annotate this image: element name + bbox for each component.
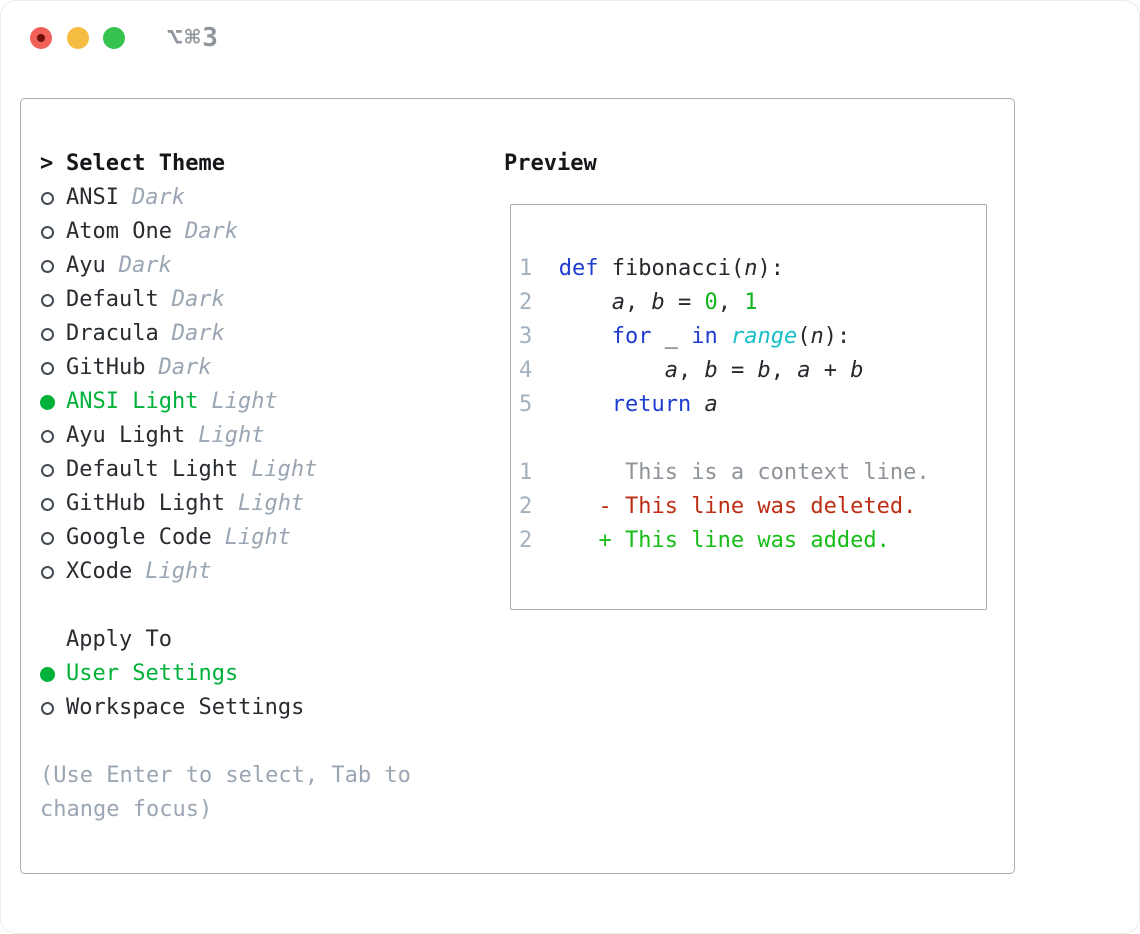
theme-variant-tag: Light xyxy=(145,559,212,584)
window-title: ⌥⌘3 xyxy=(167,23,220,53)
line-number: 2 xyxy=(519,494,533,519)
theme-option[interactable]: Dracula Dark xyxy=(40,317,411,351)
line-number: 3 xyxy=(519,324,533,349)
radio-unselected-icon xyxy=(41,463,54,477)
theme-variant-tag: Dark xyxy=(118,253,172,278)
option-label: GitHub Light xyxy=(66,491,225,516)
help-text-line2: change focus) xyxy=(40,797,213,822)
option-label: Ayu xyxy=(66,253,106,278)
option-label: Default Light xyxy=(66,457,239,482)
apply-to-option[interactable]: Workspace Settings xyxy=(40,691,411,725)
spacer xyxy=(40,589,411,623)
theme-option[interactable]: Atom One Dark xyxy=(40,215,411,249)
option-label: Atom One xyxy=(66,219,172,244)
option-label: Workspace Settings xyxy=(66,695,305,720)
line-number: 5 xyxy=(519,392,533,417)
line-number: 2 xyxy=(519,290,533,315)
theme-option[interactable]: Google Code Light xyxy=(40,521,411,555)
blank-code-line xyxy=(519,422,986,456)
option-label: ANSI Light xyxy=(66,389,199,414)
theme-option[interactable]: Ayu Dark xyxy=(40,249,411,283)
theme-option[interactable]: ANSI Light Light xyxy=(40,385,411,419)
radio-unselected-icon xyxy=(41,293,54,307)
code-line: 1 def fibonacci(n): xyxy=(519,256,784,281)
diff-preview: 1 This is a context line. 2 - This line w… xyxy=(519,456,986,558)
line-number: 4 xyxy=(519,358,533,383)
option-label: Default xyxy=(66,287,159,312)
radio-unselected-icon xyxy=(41,531,54,545)
option-label: User Settings xyxy=(66,661,239,686)
code-line: 2 a, b = 0, 1 xyxy=(519,290,758,315)
theme-option[interactable]: GitHub Dark xyxy=(40,351,411,385)
radio-unselected-icon xyxy=(41,701,54,715)
diff-line-add: 2 + This line was added. xyxy=(519,528,890,553)
radio-unselected-icon xyxy=(41,225,54,239)
theme-variant-tag: Dark xyxy=(158,355,212,380)
theme-variant-tag: Dark xyxy=(131,185,185,210)
radio-unselected-icon xyxy=(41,429,54,443)
select-theme-title: Select Theme xyxy=(66,151,225,176)
theme-variant-tag: Dark xyxy=(171,287,225,312)
theme-option[interactable]: Ayu Light Light xyxy=(40,419,411,453)
line-number: 1 xyxy=(519,256,533,281)
theme-variant-tag: Light xyxy=(224,525,291,550)
spacer xyxy=(40,725,411,759)
minimize-button[interactable] xyxy=(67,27,89,49)
theme-option[interactable]: ANSI Dark xyxy=(40,181,411,215)
apply-to-title: Apply To xyxy=(66,627,172,652)
option-label: Dracula xyxy=(66,321,159,346)
preview-box: 1 def fibonacci(n): 2 a, b = 0, 1 3 for _ … xyxy=(510,204,987,610)
unsaved-dot-icon xyxy=(37,34,45,42)
option-label: GitHub xyxy=(66,355,146,380)
theme-option[interactable]: XCode Light xyxy=(40,555,411,589)
diff-line-ctx: 1 This is a context line. xyxy=(519,460,930,485)
preview-title: Preview xyxy=(504,151,597,176)
radio-selected-icon xyxy=(40,666,55,682)
option-label: Google Code xyxy=(66,525,212,550)
theme-option[interactable]: Default Light Light xyxy=(40,453,411,487)
radio-selected-icon xyxy=(40,394,55,410)
code-line: 3 for _ in range(n): xyxy=(519,324,851,349)
option-label: ANSI xyxy=(66,185,119,210)
radio-unselected-icon xyxy=(41,565,54,579)
line-number: 1 xyxy=(519,460,533,485)
theme-variant-tag: Light xyxy=(237,491,305,516)
theme-option[interactable]: GitHub Light Light xyxy=(40,487,411,521)
option-label: XCode xyxy=(66,559,133,584)
radio-unselected-icon xyxy=(41,191,54,205)
select-theme-header: > Select Theme xyxy=(40,147,411,181)
theme-variant-tag: Light xyxy=(211,389,278,414)
radio-unselected-icon xyxy=(41,361,54,375)
theme-variant-tag: Light xyxy=(198,423,265,448)
zoom-button[interactable] xyxy=(103,27,125,49)
close-button[interactable] xyxy=(30,27,52,49)
theme-variant-tag: Light xyxy=(251,457,318,482)
apply-to-header: Apply To xyxy=(40,623,411,657)
diff-line-del: 2 - This line was deleted. xyxy=(519,494,917,519)
code-line: 5 return a xyxy=(519,392,718,417)
theme-option[interactable]: Default Dark xyxy=(40,283,411,317)
apply-to-option[interactable]: User Settings xyxy=(40,657,411,691)
theme-variant-tag: Dark xyxy=(171,321,225,346)
line-number: 2 xyxy=(519,528,533,553)
radio-unselected-icon xyxy=(41,259,54,273)
prompt-icon: > xyxy=(40,151,54,176)
title-bar: ⌥⌘3 xyxy=(1,1,1139,75)
radio-unselected-icon xyxy=(41,497,54,511)
radio-unselected-icon xyxy=(41,327,54,341)
help-text-line1: (Use Enter to select, Tab to xyxy=(40,763,411,788)
code-preview: 1 def fibonacci(n): 2 a, b = 0, 1 3 for _ … xyxy=(519,252,986,422)
option-label: Ayu Light xyxy=(66,423,186,448)
theme-variant-tag: Dark xyxy=(184,219,238,244)
code-line: 4 a, b = b, a + b xyxy=(519,358,864,383)
